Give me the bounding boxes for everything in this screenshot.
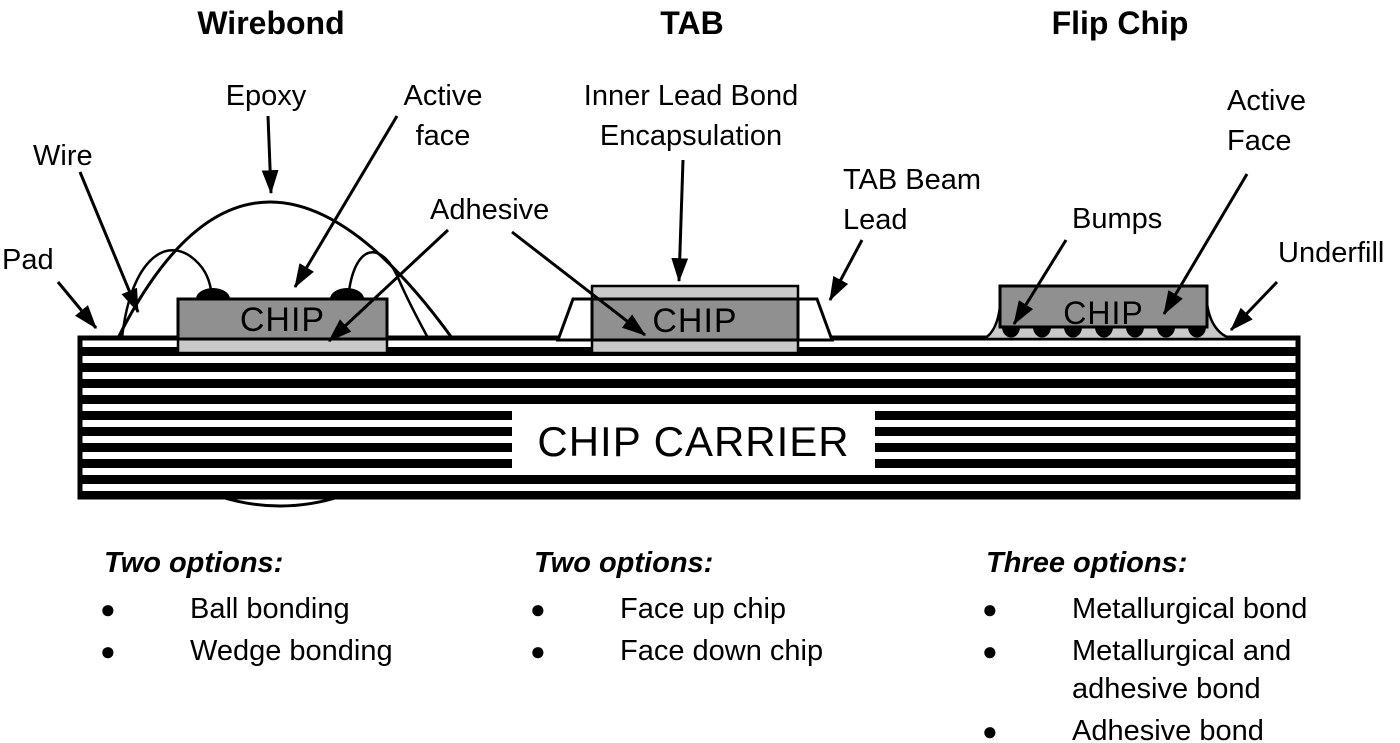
flipchip-bump xyxy=(1126,327,1144,338)
option-label: Adhesive bond xyxy=(1072,715,1264,743)
bullet-icon: ● xyxy=(982,636,998,666)
tab-chip-label: CHIP xyxy=(652,302,738,340)
flipchip-bump xyxy=(1033,327,1051,338)
bullet-icon: ● xyxy=(530,594,546,624)
bullet-icon: ● xyxy=(100,594,116,624)
label-line: Inner Lead Bond xyxy=(583,80,799,112)
section-title-tab: TAB xyxy=(660,5,724,41)
label-adhesive: Adhesive xyxy=(430,194,550,226)
options-list-flipchip: Three options: ● Metallurgical bond ● Me… xyxy=(982,544,1342,743)
flipchip-bump xyxy=(1095,327,1113,338)
label-line: Encapsulation xyxy=(599,120,783,152)
arrow-adhesive-tab xyxy=(511,230,646,337)
label-epoxy: Epoxy xyxy=(225,80,307,112)
arrow-active-face-wirebond xyxy=(293,115,399,289)
label-line: Lead xyxy=(843,204,908,236)
flipchip-bump xyxy=(1064,327,1082,338)
option-label: Face down chip xyxy=(620,635,824,667)
option-label: Ball bonding xyxy=(190,593,350,625)
bullet-icon: ● xyxy=(530,636,546,666)
options-list-tab: Two options: ● Face up chip ● Face down … xyxy=(530,544,823,674)
carrier-label-box xyxy=(512,406,875,475)
list-item: ● Adhesive bond xyxy=(982,712,1342,743)
options-heading: Two options: xyxy=(104,547,284,579)
list-item: ● Ball bonding xyxy=(100,590,393,628)
label-line: Face xyxy=(1227,125,1292,157)
option-label: Metallurgical and adhesive bond xyxy=(1072,635,1292,705)
label-line: Active xyxy=(403,80,483,112)
label-underfill: Underfill xyxy=(1278,237,1385,269)
list-item: ● Metallurgical bond xyxy=(982,590,1342,628)
arrow-underfill xyxy=(1229,280,1279,332)
list-item: ● Wedge bonding xyxy=(100,632,393,670)
arrow-active-face-flipchip xyxy=(1162,173,1249,316)
bond-ball-right xyxy=(330,288,364,299)
wirebond-chip-label: CHIP xyxy=(239,301,326,339)
options-list-wirebond: Two options: ● Ball bonding ● Wedge bond… xyxy=(100,544,393,674)
arrow-pad xyxy=(56,281,98,329)
list-item: ● Face up chip xyxy=(530,590,823,628)
list-item: ● Face down chip xyxy=(530,632,823,670)
flipchip-bumps xyxy=(1002,327,1206,338)
option-label: Wedge bonding xyxy=(190,635,393,667)
section-title-wirebond: Wirebond xyxy=(197,5,345,41)
epoxy-dome-overflow-arc xyxy=(217,494,343,508)
flipchip-bump xyxy=(1188,327,1206,338)
option-label: Face up chip xyxy=(620,593,787,625)
wire-right xyxy=(347,251,430,339)
arrow-tab-beam-lead xyxy=(828,239,864,302)
section-title-flip-chip: Flip Chip xyxy=(1051,5,1189,41)
label-line: face xyxy=(415,120,471,152)
bullet-icon: ● xyxy=(982,716,998,743)
bond-ball-left xyxy=(196,288,230,299)
label-bumps: Bumps xyxy=(1072,203,1163,235)
arrow-inner-lead-bond xyxy=(671,159,689,283)
arrow-bumps xyxy=(1012,239,1068,326)
arrow-epoxy xyxy=(261,115,279,195)
wirebond-adhesive-layer xyxy=(176,337,389,355)
bullet-icon: ● xyxy=(100,636,116,666)
tab-beam-lead-right xyxy=(796,297,835,342)
bullet-icon: ● xyxy=(982,594,998,624)
flipchip-bump xyxy=(1002,327,1020,338)
label-line: TAB Beam xyxy=(843,164,982,196)
label-line: Active xyxy=(1227,85,1306,117)
option-label: Metallurgical bond xyxy=(1072,593,1308,625)
options-heading: Two options: xyxy=(534,547,714,579)
label-active-face-wirebond: Active face xyxy=(404,76,483,156)
flipchip-bump xyxy=(1157,327,1175,338)
chip-carrier-label: CHIP CARRIER xyxy=(537,418,850,465)
flipchip-chip-label: CHIP xyxy=(1063,295,1144,331)
tab-adhesive-layer xyxy=(590,338,800,355)
tab-beam-lead-left xyxy=(555,297,594,342)
arrow-wire xyxy=(78,171,140,314)
annotation-arrows xyxy=(56,115,1279,343)
arrow-adhesive-wirebond xyxy=(327,228,450,343)
list-item: ● Metallurgical and adhesive bond xyxy=(982,632,1342,708)
label-pad: Pad xyxy=(2,244,54,276)
tab-encapsulation-layer xyxy=(590,284,800,301)
options-heading: Three options: xyxy=(986,547,1188,579)
label-wire: Wire xyxy=(33,140,93,172)
